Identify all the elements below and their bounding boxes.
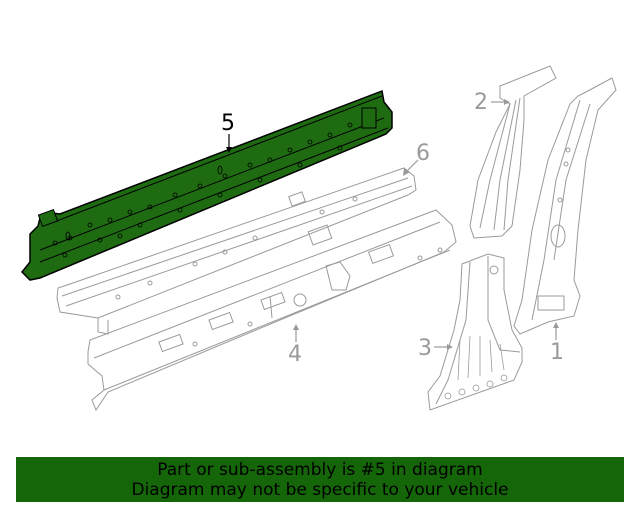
part-1-center-pillar[interactable] bbox=[513, 77, 617, 335]
part-3-pillar-lower[interactable] bbox=[427, 253, 523, 411]
part-6-rocker-inner[interactable] bbox=[56, 167, 417, 335]
callout-5[interactable]: 5 bbox=[221, 111, 235, 136]
callout-6[interactable]: 6 bbox=[416, 141, 430, 166]
part-2-pillar-upper[interactable] bbox=[469, 65, 557, 239]
banner-line-part: Part or sub-assembly is #5 in diagram bbox=[157, 459, 483, 480]
callout-1[interactable]: 1 bbox=[550, 340, 564, 365]
banner-line-disclaimer: Diagram may not be specific to your vehi… bbox=[131, 479, 509, 500]
callout-2[interactable]: 2 bbox=[474, 90, 488, 115]
part-5-rocker-reinforcement[interactable] bbox=[20, 89, 393, 281]
part-4-rocker-outer[interactable] bbox=[87, 209, 457, 412]
part-info-banner: Part or sub-assembly is #5 in diagram Di… bbox=[16, 457, 624, 502]
parts-diagram bbox=[20, 65, 617, 412]
callout-4[interactable]: 4 bbox=[288, 342, 302, 367]
callout-3[interactable]: 3 bbox=[418, 336, 432, 361]
leader-lines bbox=[226, 99, 559, 350]
